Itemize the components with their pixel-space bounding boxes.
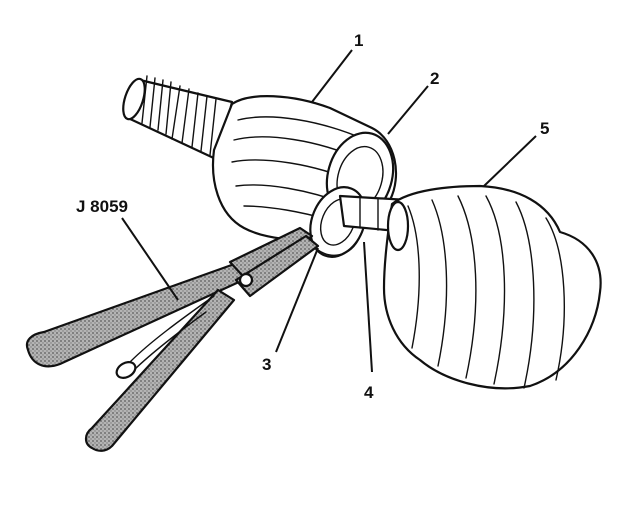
callout-3: 3 [262,355,271,374]
tool-label: J 8059 [76,197,128,216]
leader-1 [311,49,353,103]
callout-labels: 1 2 5 3 4 J 8059 [76,31,549,402]
cv-boot [382,184,602,390]
leader-5 [483,135,537,187]
callout-1: 1 [354,31,363,50]
callout-4: 4 [364,383,374,402]
snap-ring-pliers-j8059 [25,226,320,452]
leader-2 [387,85,429,135]
leader-3 [275,247,319,353]
leader-lines [121,49,537,373]
splined-stub-shaft [122,75,234,162]
leader-tool [121,217,179,301]
callout-2: 2 [430,69,439,88]
leader-4 [363,241,373,373]
callout-5: 5 [540,119,549,138]
